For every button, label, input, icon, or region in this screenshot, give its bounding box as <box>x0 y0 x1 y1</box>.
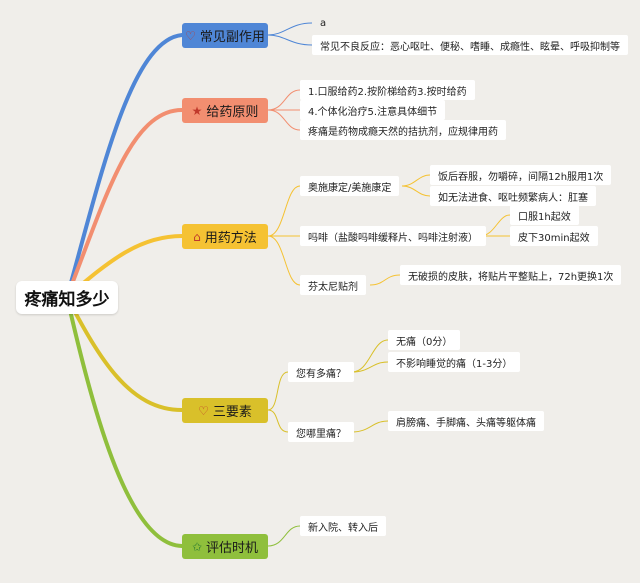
leaf-three-elements-0-1[interactable]: 不影响睡觉的痛（1-3分） <box>388 352 521 372</box>
branch-methods[interactable]: ⌂ 用药方法 <box>182 224 268 249</box>
heart-icon: ♡ <box>185 28 196 43</box>
leaf-methods-0-1[interactable]: 如无法进食、呕吐频繁病人：肛塞 <box>430 186 596 206</box>
star-icon: ★ <box>191 103 203 118</box>
leaf-methods-2-0[interactable]: 无破损的皮肤，将贴片平整贴上，72h更换1次 <box>400 265 622 285</box>
root-topic[interactable]: 疼痛知多少 <box>16 281 118 314</box>
branch-label: 用药方法 <box>204 231 257 246</box>
branch-timing[interactable]: ✩ 评估时机 <box>182 534 268 559</box>
leaf-timing-0[interactable]: 新入院、转入后 <box>300 516 386 536</box>
branch-three-elements[interactable]: ♡ 三要素 <box>182 398 268 423</box>
trunk-principles <box>65 108 184 299</box>
branch-principles[interactable]: ★ 给药原则 <box>182 98 268 123</box>
leaf-methods-0-0[interactable]: 饭后吞服，勿嚼碎，间隔12h服用1次 <box>430 165 612 185</box>
trunk-three-elements <box>65 295 184 412</box>
subtopic-methods-0[interactable]: 奥施康定/美施康定 <box>300 176 400 196</box>
leaf-principles-0[interactable]: 1.口服给药2.按阶梯给药3.按时给药 <box>300 80 475 100</box>
subtopic-methods-1[interactable]: 吗啡（盐酸吗啡缓释片、吗啡注射液） <box>300 226 486 246</box>
trunk-timing <box>65 295 184 548</box>
leaf-principles-1[interactable]: 4.个体化治疗5.注意具体细节 <box>300 100 446 120</box>
leaf-three-elements-1-0[interactable]: 肩膀痛、手脚痛、头痛等躯体痛 <box>388 411 544 431</box>
leaf-methods-1-1[interactable]: 皮下30min起效 <box>510 226 598 246</box>
branch-label: 评估时机 <box>206 541 259 556</box>
subtopic-three-elements-0[interactable]: 您有多痛？ <box>288 362 354 382</box>
leaf-principles-2[interactable]: 疼痛是药物成瘾天然的拮抗剂，应规律用药 <box>300 120 506 140</box>
subtopic-three-elements-1[interactable]: 您哪里痛？ <box>288 422 354 442</box>
trunk-side-effects <box>65 33 184 299</box>
leaf-side-effects-0[interactable]: a <box>320 17 327 29</box>
star-icon: ✩ <box>191 539 203 554</box>
heart-icon: ♡ <box>198 403 209 418</box>
branch-side-effects[interactable]: ♡ 常见副作用 <box>182 23 268 48</box>
leaf-three-elements-0-0[interactable]: 无痛（0分） <box>388 330 461 350</box>
branch-label: 常见副作用 <box>199 30 265 45</box>
branch-label: 给药原则 <box>206 105 259 120</box>
leaf-side-effects-1[interactable]: 常见不良反应：恶心呕吐、便秘、嗜睡、成瘾性、眩晕、呼吸抑制等 <box>312 35 628 55</box>
branch-label: 三要素 <box>212 405 252 420</box>
leaf-methods-1-0[interactable]: 口服1h起效 <box>510 205 579 225</box>
home-icon: ⌂ <box>193 229 201 244</box>
subtopic-methods-2[interactable]: 芬太尼贴剂 <box>300 275 366 295</box>
